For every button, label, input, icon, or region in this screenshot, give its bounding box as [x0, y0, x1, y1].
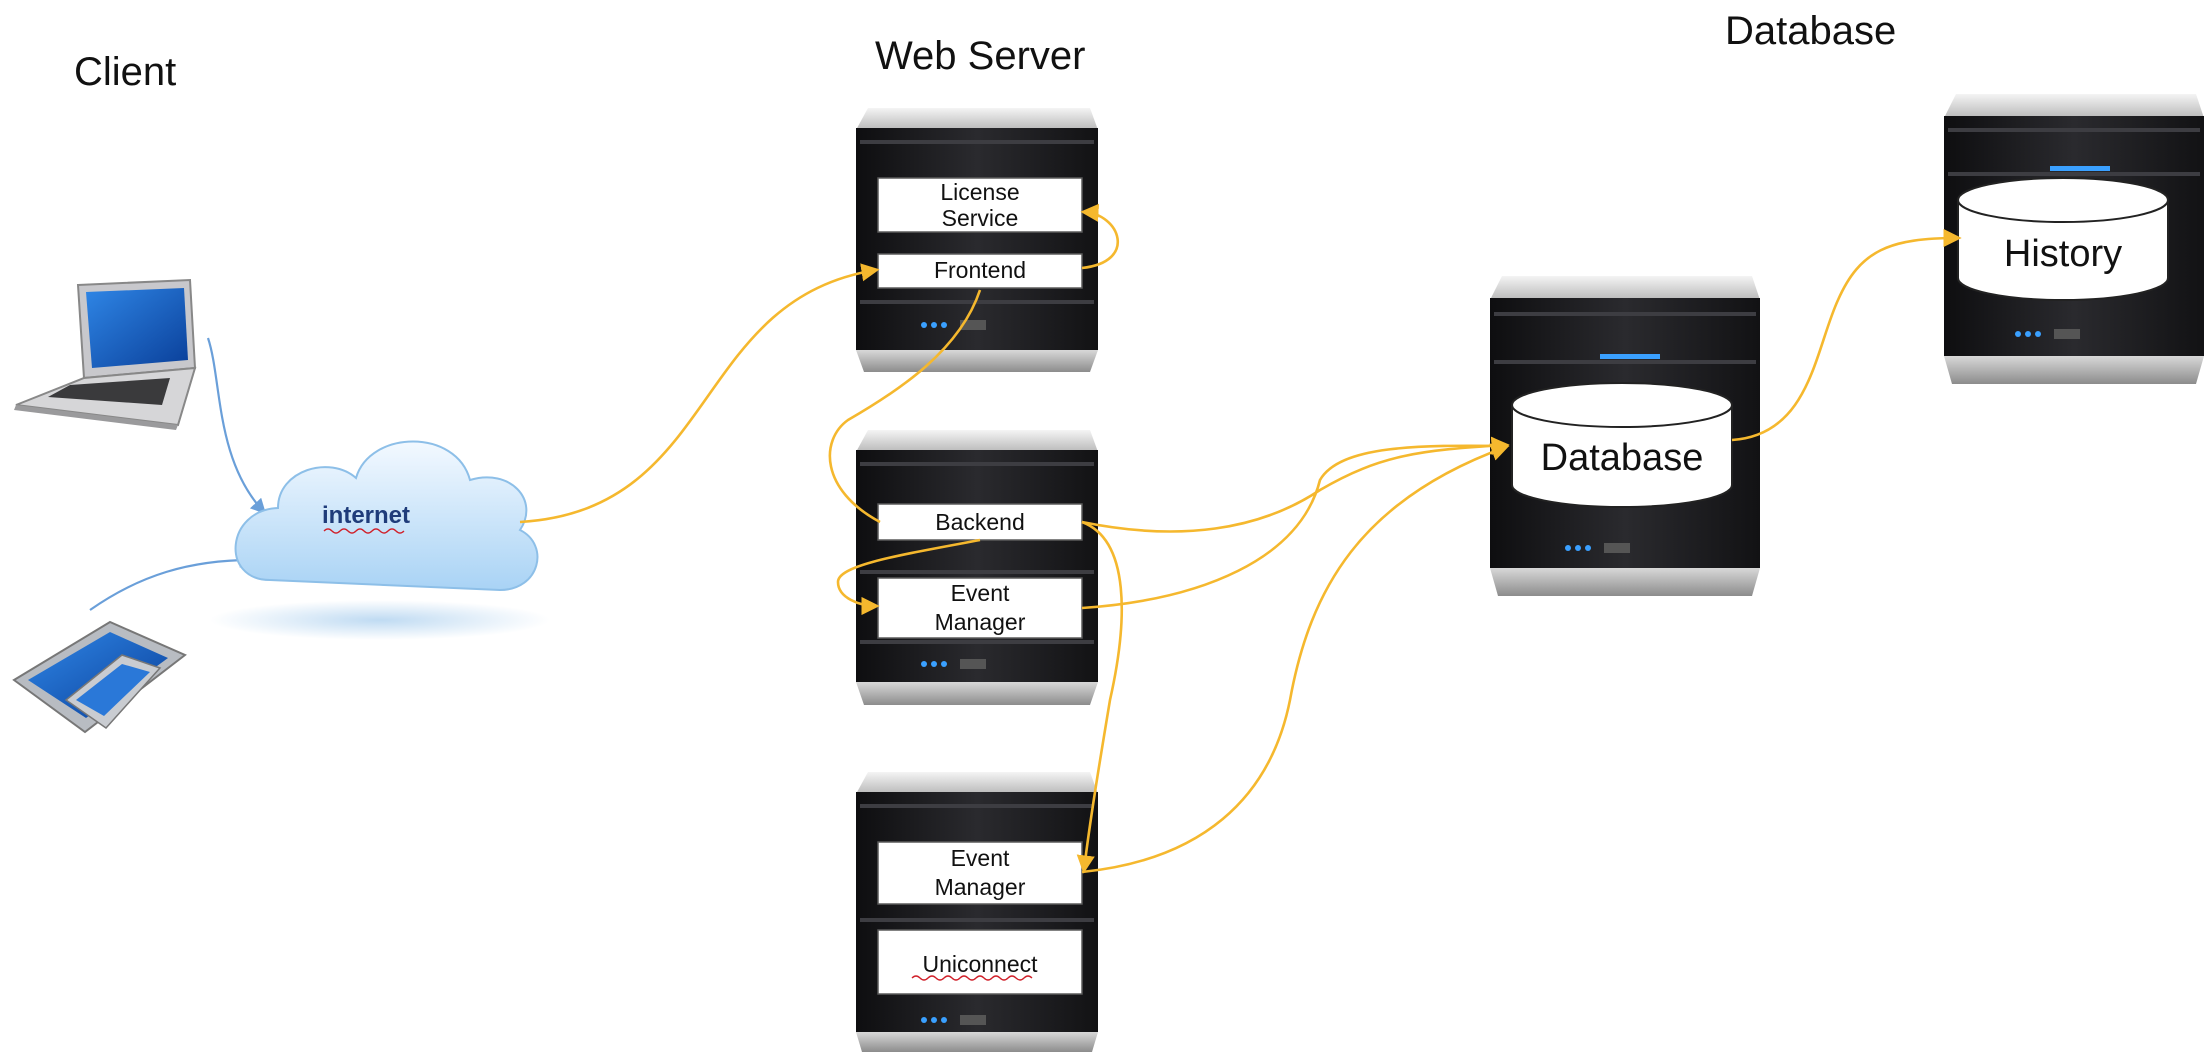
- laptop-icon: [14, 278, 197, 430]
- license-service-line2: Service: [942, 205, 1019, 231]
- license-service-box: [877, 177, 1083, 233]
- web-server-heading: Web Server: [875, 34, 1085, 78]
- uniconnect-box: [877, 929, 1083, 995]
- license-service-line1: License: [940, 179, 1019, 205]
- database-cylinder-icon: [1511, 382, 1733, 508]
- laptop-to-internet-link: [206, 337, 267, 515]
- internet-label: internet: [322, 502, 410, 529]
- history-label: History: [2004, 233, 2122, 275]
- history-server: History: [1944, 94, 2204, 384]
- tablet-to-internet-link: [89, 552, 256, 611]
- backend-label: Backend: [935, 509, 1025, 535]
- frontend-to-backend-connection: [828, 289, 982, 524]
- client-heading: Client: [74, 50, 176, 94]
- event-manager-1-line1: Event: [951, 580, 1010, 606]
- tablet-icon: [12, 620, 187, 734]
- database-server: Database: [1490, 276, 1760, 596]
- web-server-2: Backend Event Manager: [856, 430, 1098, 705]
- backend-to-event-manager-connection: [836, 538, 981, 616]
- event-manager-box-2: [877, 841, 1083, 905]
- database-heading: Database: [1725, 9, 1896, 53]
- frontend-to-license-connection: [1080, 203, 1119, 270]
- event-manager-1-line2: Manager: [935, 609, 1026, 635]
- web-server-1: License Service Frontend: [856, 108, 1098, 372]
- internet-to-frontend-connection: [519, 263, 880, 524]
- event-manager-2-to-database-connection: [1081, 443, 1510, 874]
- event-manager-2-line1: Event: [951, 845, 1010, 871]
- database-label: Database: [1541, 437, 1704, 479]
- frontend-label: Frontend: [934, 257, 1026, 283]
- event-manager-to-database-connection: [1081, 436, 1510, 610]
- web-server-3: Event Manager Uniconnect: [856, 772, 1098, 1052]
- event-manager-box-1: [877, 577, 1083, 639]
- backend-to-database-connection: [1081, 436, 1510, 533]
- uniconnect-label: Uniconnect: [922, 951, 1038, 977]
- frontend-box: [877, 253, 1083, 289]
- history-cylinder-icon: [1957, 177, 2169, 301]
- event-manager-2-line2: Manager: [935, 874, 1026, 900]
- backend-to-event-manager-2-connection: [1076, 520, 1124, 874]
- cloud-icon: internet: [210, 440, 550, 640]
- database-to-history-connection: [1731, 228, 1962, 442]
